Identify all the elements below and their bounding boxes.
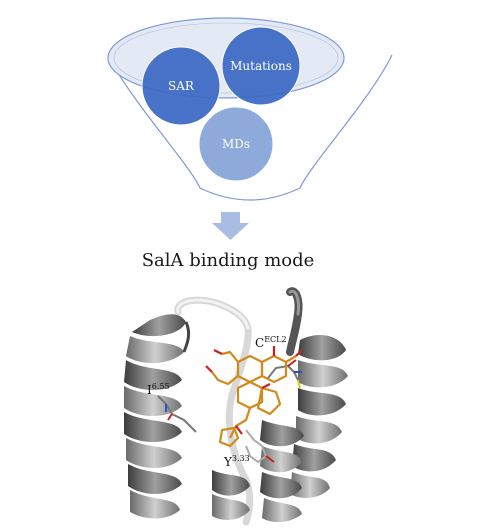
right-helices [212,287,348,523]
funnel-rim-inner [113,22,339,94]
protein-structure: CECL2 I6.55 Y3.33 [124,287,348,526]
label-cys-ecl2: CECL2 [255,335,287,350]
ligand-heteroatoms [205,346,303,435]
sar-circle [141,46,221,126]
mutations-label: Mutations [230,59,292,73]
label-tyr-3-33: Y3.33 [223,454,250,469]
mds-circle [198,106,274,182]
funnel-diagram: SAR Mutations MDs [107,17,393,201]
left-helix [124,314,191,519]
label-ile-6-55: I6.55 [147,382,170,397]
side-chains [157,359,302,464]
sar-label: SAR [168,79,195,93]
binding-mode-caption: SalA binding mode [142,250,315,271]
down-arrow [212,212,249,240]
mutations-circle [221,26,301,106]
mds-label: MDs [222,137,250,151]
